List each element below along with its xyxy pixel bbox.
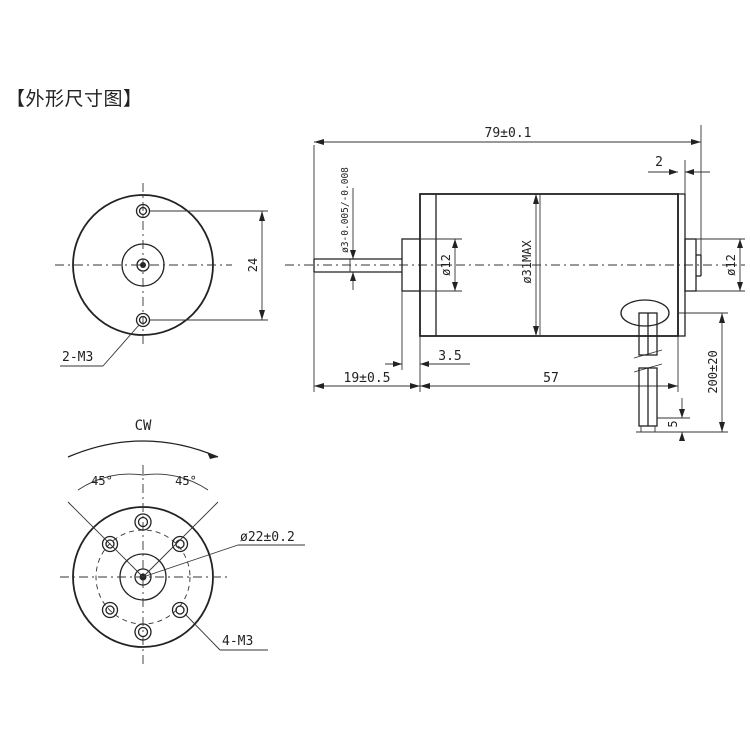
rear-holes-label: 4-M3 xyxy=(222,634,253,649)
rear-hole-upper-right xyxy=(171,535,189,553)
rear-hole-upper-left xyxy=(101,535,119,553)
boss-length-label: 3.5 xyxy=(438,349,461,364)
front-holes-label: 2-M3 xyxy=(62,350,93,365)
lead-grommet xyxy=(620,299,670,327)
rear-hole-bottom xyxy=(134,623,152,641)
front-boss-label: ø12 xyxy=(439,254,453,276)
body-dia-label: ø31MAX xyxy=(520,240,534,284)
lead-strip-label: 5 xyxy=(666,420,680,427)
side-view: 79±0.1 2 ø3-0.005/-0.008 ø12 xyxy=(285,125,745,441)
rear-hole-top xyxy=(134,513,152,531)
angle-right-label: 45° xyxy=(175,474,197,488)
rear-boss xyxy=(684,238,697,292)
flange-thickness-label: 2 xyxy=(655,155,663,170)
body-length-label: 57 xyxy=(543,371,559,386)
angle-left-label: 45° xyxy=(91,474,113,488)
drawing-title: 【外形尺寸图】 xyxy=(6,88,143,110)
rear-boss-label: ø12 xyxy=(724,254,738,276)
rear-view: CW xyxy=(60,418,305,668)
shaft-length-label: 19±0.5 xyxy=(344,371,391,386)
front-hole-bottom xyxy=(135,312,151,328)
front-view: 24 2-M3 xyxy=(55,183,268,367)
rotation-label: CW xyxy=(135,418,152,434)
rotation-arc xyxy=(67,440,219,458)
angle-line-right xyxy=(142,501,219,578)
pcd-label: ø22±0.2 xyxy=(240,530,295,545)
hole-spacing-label: 24 xyxy=(246,258,260,272)
lead-length-label: 200±20 xyxy=(706,350,720,393)
angle-line-left xyxy=(67,501,144,578)
rear-hole-lower-right xyxy=(171,601,189,619)
rear-hole-lower-left xyxy=(101,601,119,619)
overall-length-label: 79±0.1 xyxy=(485,126,532,141)
shaft-dia-label: ø3-0.005/-0.008 xyxy=(340,167,351,253)
